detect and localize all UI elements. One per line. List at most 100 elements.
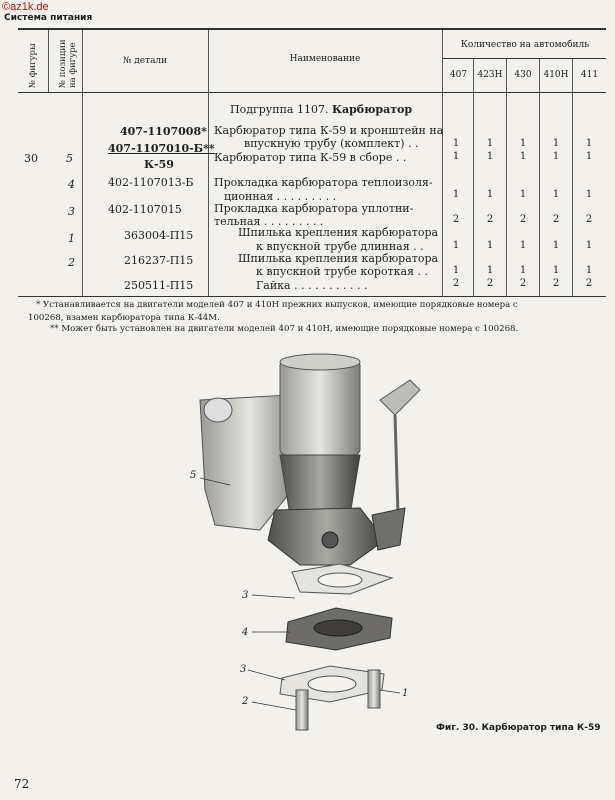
part-name: Карбюратор типа К-59 и кронштейн на (214, 124, 444, 137)
footnote: ** Может быть установлен на двигатели мо… (50, 324, 519, 334)
footnote: 100268, взамен карбюратора типа К-44М. (28, 313, 220, 323)
qty-cell: 1 (552, 151, 560, 162)
part-number: 402-1107015 (108, 203, 182, 216)
header-model: 430 (514, 70, 532, 80)
qty-cell: 2 (486, 278, 494, 289)
qty-cell: 1 (519, 265, 527, 276)
header-model: 423Н (477, 70, 503, 80)
figure-caption: Фиг. 30. Карбюратор типа К-59 (436, 723, 601, 733)
part-number: 407-1107010-Б** (108, 142, 215, 155)
part-name: к впускной трубе короткая . . (256, 265, 429, 278)
col-divider (48, 30, 49, 92)
header-pos-no: № позиции на фигуре (58, 39, 78, 88)
table-top-rule (18, 28, 606, 30)
footnote: * Устанавливается на двигатели моделей 4… (36, 300, 518, 310)
qty-cell: 2 (552, 278, 560, 289)
qty-cell: 1 (519, 138, 527, 149)
qty-cell: 1 (452, 189, 460, 200)
part-number: 402-1107013-Б (108, 176, 194, 189)
figure-label: 4 (241, 627, 248, 638)
qty-cell: 1 (585, 265, 593, 276)
header-model: 410Н (543, 70, 569, 80)
figure-label: 3 (240, 664, 246, 675)
qty-cell: 1 (486, 138, 494, 149)
part-name: Прокладка карбюратора теплоизоля- (214, 176, 433, 189)
subgroup-prefix: Подгруппа 1107. (230, 103, 329, 116)
position-number: 3 (68, 205, 75, 218)
part-number: 216237-П15 (124, 254, 194, 267)
header-part-no: № детали (122, 56, 168, 66)
position-number: 5 (66, 152, 73, 165)
col-divider (506, 58, 507, 296)
qty-cell: 1 (585, 138, 593, 149)
part-number: 250511-П15 (124, 279, 194, 292)
col-divider (208, 30, 209, 296)
figure-label: 1 (402, 688, 408, 699)
part-name: Прокладка карбюратора уплотни- (214, 202, 414, 215)
header-model: 407 (449, 70, 468, 80)
qty-cell: 1 (486, 265, 494, 276)
part-name: Шпилька крепления карбюратора (238, 226, 439, 239)
carburetor-illustration: 5 3 4 3 2 1 (190, 353, 421, 731)
qty-cell: 1 (486, 189, 494, 200)
subgroup-name: Карбюратор (331, 103, 413, 116)
header-name: Наименование (289, 54, 361, 64)
page-number: 72 (14, 777, 30, 791)
qty-cell: 1 (585, 240, 593, 251)
table-header-rule (18, 92, 606, 93)
position-number: 1 (68, 232, 75, 245)
figure-label: 2 (241, 696, 248, 707)
col-divider (442, 30, 443, 296)
part-name: Гайка . . . . . . . . . . . (256, 279, 368, 292)
qty-cell: 1 (452, 151, 460, 162)
qty-cell: 2 (452, 278, 460, 289)
qty-cell: 1 (452, 240, 460, 251)
qty-cell: 2 (452, 214, 460, 225)
qty-cell: 1 (452, 265, 460, 276)
part-name: Шпилька крепления карбюратора (238, 252, 439, 265)
header-qty: Количество на автомобиль (460, 40, 590, 50)
qty-cell: 2 (519, 214, 527, 225)
qty-cell: 1 (552, 189, 560, 200)
qty-cell: 1 (519, 151, 527, 162)
section-title: Система питания (4, 13, 93, 23)
part-name: к впускной трубе длинная . . (256, 240, 424, 253)
part-name: впускную трубу (комплект) . . (244, 137, 419, 150)
subgroup-title: Подгруппа 1107. Карбюратор (230, 103, 412, 116)
qty-cell: 2 (585, 214, 593, 225)
part-number: К-59 (144, 158, 174, 171)
col-divider (572, 58, 573, 296)
header-fig-no: № фигуры (28, 43, 38, 88)
part-name: ционная . . . . . . . . . (224, 190, 337, 203)
watermark: ©az1k.de (2, 1, 49, 13)
qty-cell: 2 (585, 278, 593, 289)
position-number: 4 (68, 178, 75, 191)
qty-cell: 1 (519, 189, 527, 200)
qty-cell: 1 (552, 138, 560, 149)
qty-cell: 2 (552, 214, 560, 225)
part-name: тельная . . . . . . . . . (214, 215, 324, 228)
qty-cell: 1 (585, 189, 593, 200)
part-name: Карбюратор типа К-59 в сборе . . (214, 151, 407, 164)
qty-cell: 1 (519, 240, 527, 251)
figure-label: 5 (190, 470, 196, 481)
qty-cell: 2 (519, 278, 527, 289)
qty-cell: 1 (585, 151, 593, 162)
figure-label: 3 (242, 590, 248, 601)
header-model: 411 (580, 70, 599, 80)
position-number: 2 (68, 256, 75, 269)
qty-cell: 1 (552, 240, 560, 251)
part-number: 407-1107008* (120, 125, 207, 138)
col-divider (82, 30, 83, 296)
qty-cell: 1 (452, 138, 460, 149)
qty-cell: 1 (486, 151, 494, 162)
table-bottom-rule (18, 296, 606, 297)
qty-cell: 1 (486, 240, 494, 251)
part-number: 363004-П15 (124, 229, 194, 242)
col-divider (539, 58, 540, 296)
fig-number: 30 (24, 152, 38, 165)
col-divider (473, 58, 474, 296)
qty-cell: 2 (486, 214, 494, 225)
qty-header-rule (442, 58, 606, 59)
qty-cell: 1 (552, 265, 560, 276)
